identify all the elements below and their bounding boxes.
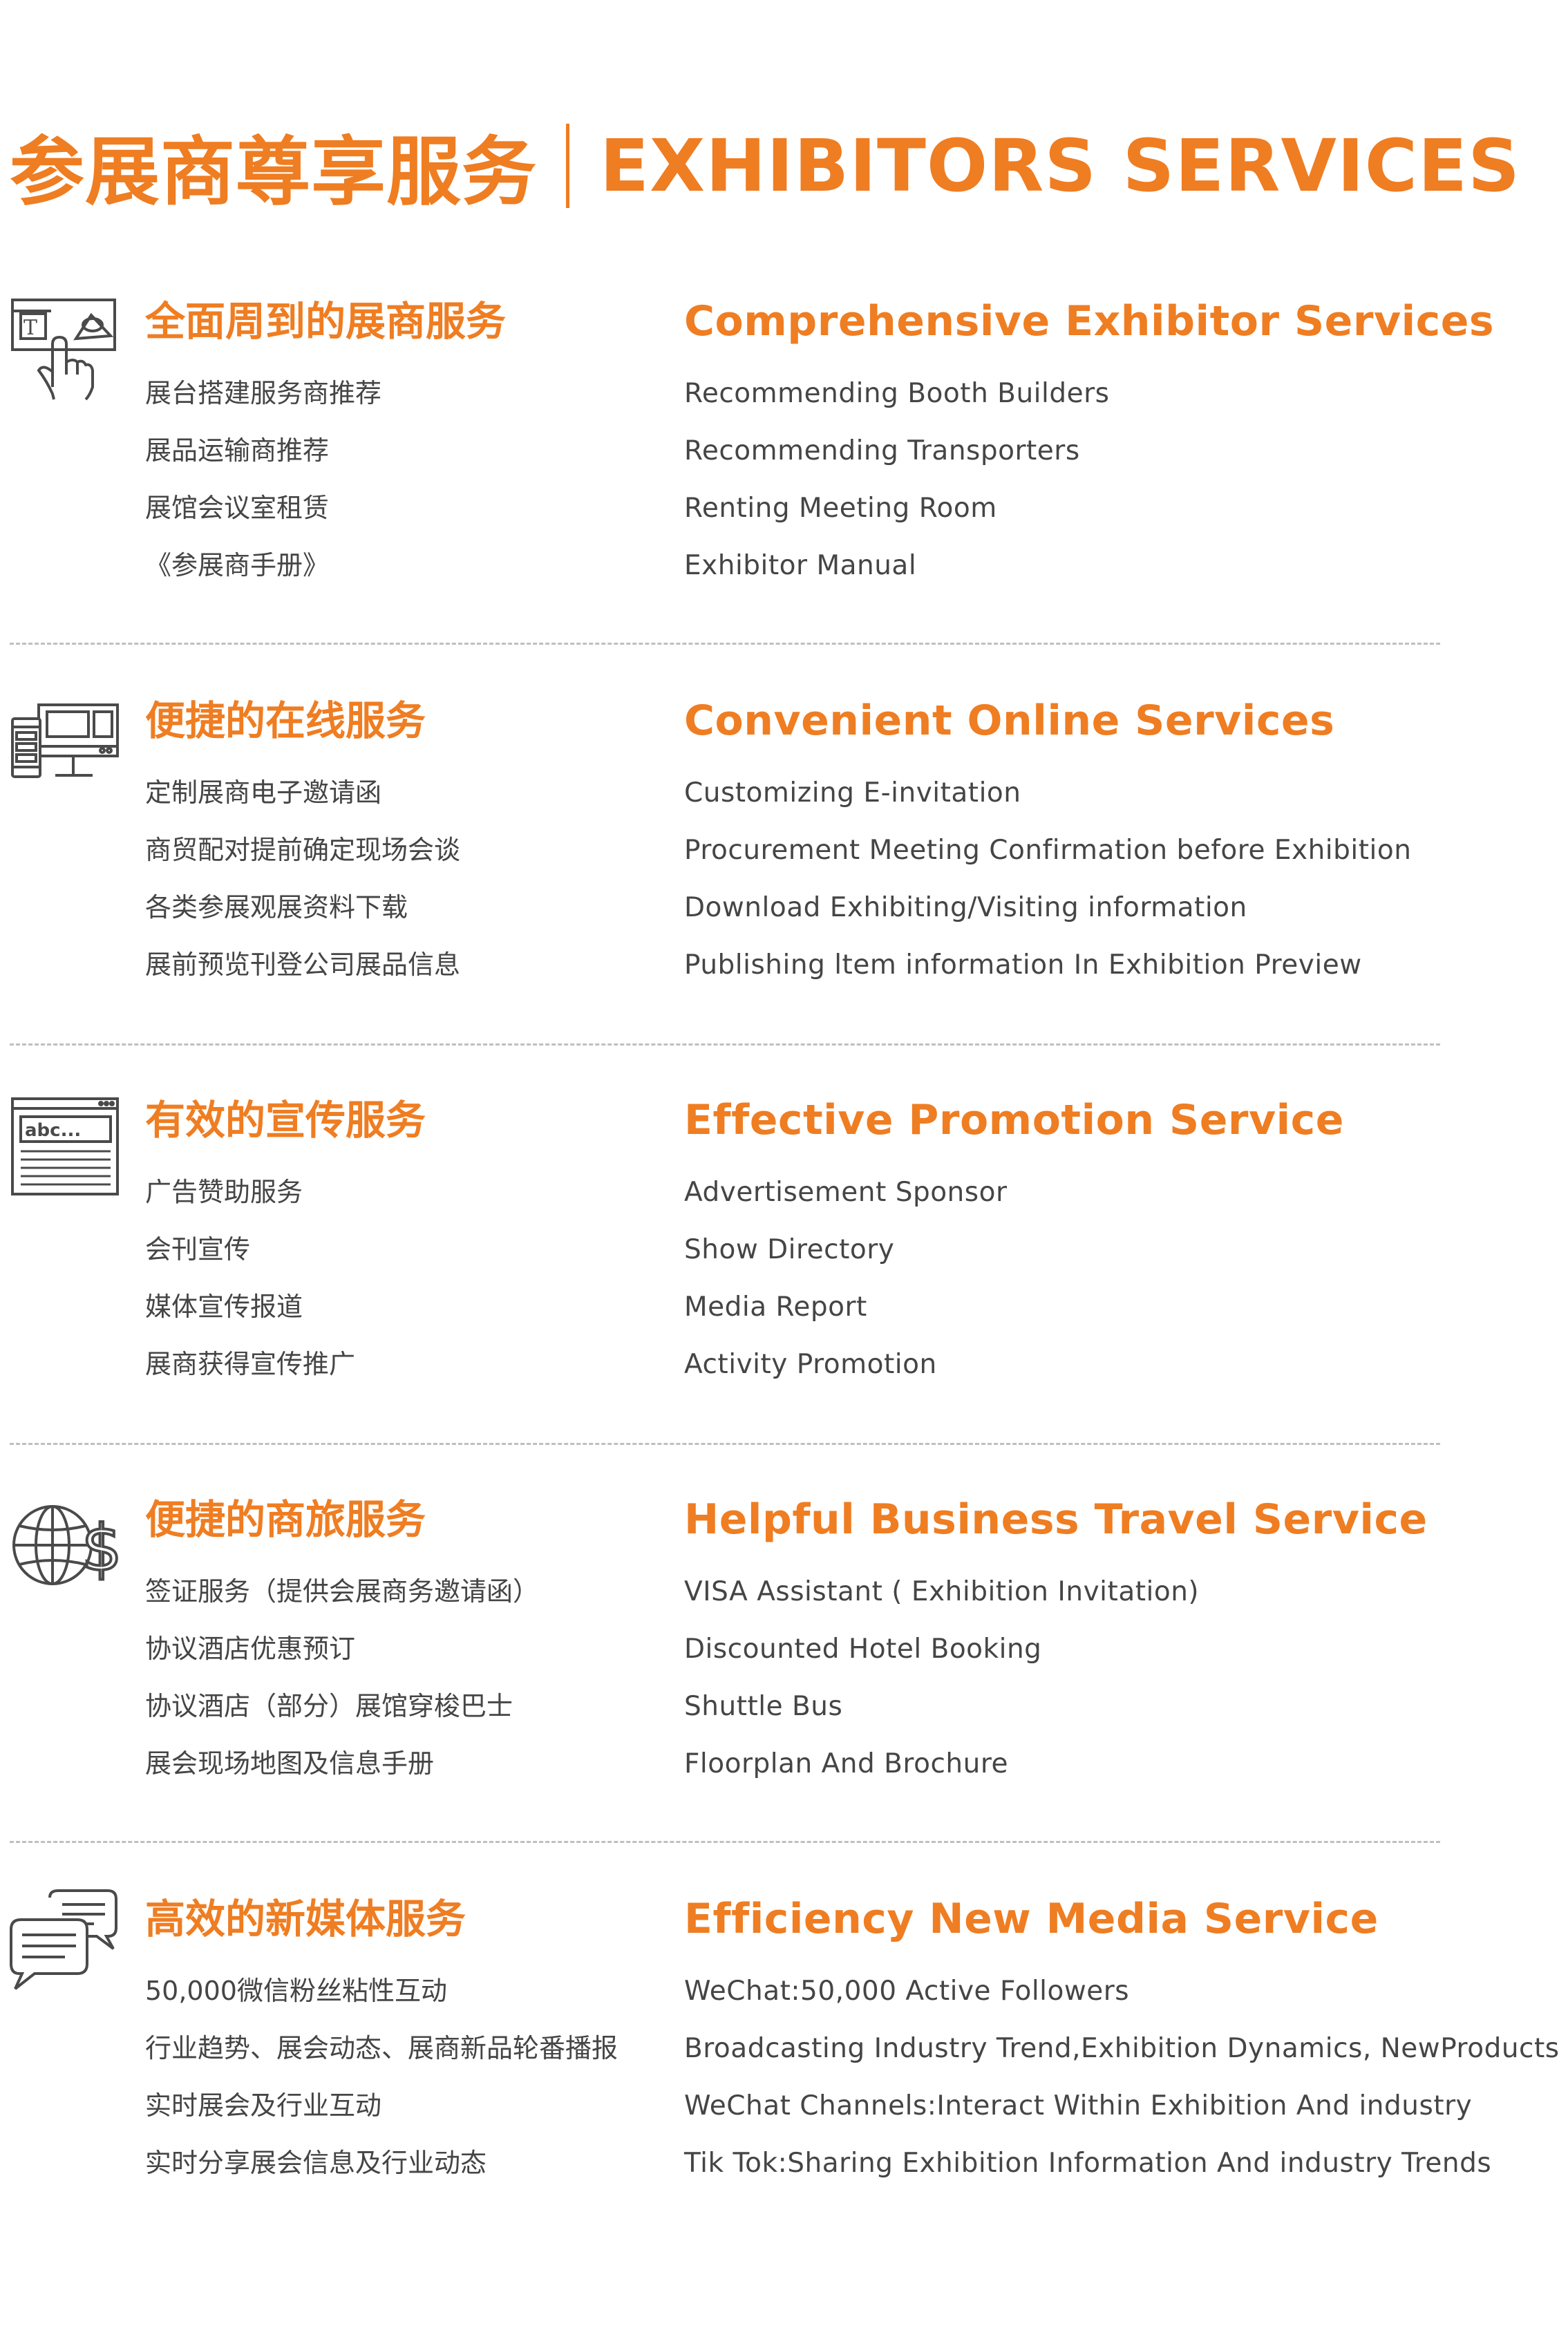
section-divider xyxy=(10,1841,1440,1843)
section-divider xyxy=(10,1443,1440,1445)
section-new-media-services: 高效的新媒体服务 Efficiency New Media Service 50… xyxy=(0,1888,1568,2275)
page-title-en: EXHIBITORS SERVICES xyxy=(600,124,1520,208)
list-item: 商贸配对提前确定现场会谈 xyxy=(145,835,461,865)
section-business-travel-services: $ 便捷的商旅服务 Helpful Business Travel Servic… xyxy=(0,1488,1568,1875)
section-divider xyxy=(10,643,1440,645)
list-item: Tik Tok:Sharing Exhibition Information A… xyxy=(684,2148,1492,2179)
list-item: 媒体宣传报道 xyxy=(145,1292,303,1322)
list-item: Show Directory xyxy=(684,1234,895,1265)
service-list-en: Recommending Booth Builders Recommending… xyxy=(684,365,1109,594)
service-list-cn: 广告赞助服务 会刊宣传 媒体宣传报道 展商获得宣传推广 xyxy=(145,1164,355,1393)
list-item: Download Exhibiting/Visiting information xyxy=(684,892,1247,923)
section-title-cn: 高效的新媒体服务 xyxy=(145,1895,466,1942)
section-comprehensive-services: T 全面周到的展商服务 Comprehensive Exhibitor Serv… xyxy=(0,290,1568,677)
service-list-en: VISA Assistant ( Exhibition Invitation) … xyxy=(684,1563,1199,1793)
list-item: 行业趋势、展会动态、展商新品轮番播报 xyxy=(145,2033,618,2063)
section-title-cn: 全面周到的展商服务 xyxy=(145,298,507,345)
list-item: 实时分享展会信息及行业动态 xyxy=(145,2148,487,2178)
section-title-en: Convenient Online Services xyxy=(684,697,1335,745)
list-item: 展前预览刊登公司展品信息 xyxy=(145,949,461,980)
globe-dollar-icon: $ xyxy=(10,1488,120,1599)
list-item: Media Report xyxy=(684,1292,867,1323)
list-item: WeChat Channels:Interact Within Exhibiti… xyxy=(684,2090,1473,2121)
section-promotion-services: abc... 有效的宣传服务 Effective Promotion Servi… xyxy=(0,1089,1568,1476)
list-item: Advertisement Sponsor xyxy=(684,1177,1008,1208)
list-item: Recommending Booth Builders xyxy=(684,378,1110,409)
list-item: 《参展商手册》 xyxy=(145,550,330,580)
title-separator xyxy=(566,124,570,208)
section-title-en: Effective Promotion Service xyxy=(684,1096,1344,1144)
list-item: Floorplan And Brochure xyxy=(684,1748,1009,1779)
section-online-services: 便捷的在线服务 Convenient Online Services 定制展商电… xyxy=(0,690,1568,1077)
list-item: VISA Assistant ( Exhibition Invitation) xyxy=(684,1576,1200,1607)
booth-design-touch-icon: T xyxy=(10,290,120,401)
service-list-en: Customizing E-invitation Procurement Mee… xyxy=(684,764,1411,994)
list-item: Exhibitor Manual xyxy=(684,550,917,581)
list-item: 展馆会议室租赁 xyxy=(145,493,330,523)
list-item: 广告赞助服务 xyxy=(145,1177,303,1207)
svg-text:abc...: abc... xyxy=(25,1120,81,1141)
list-item: 会刊宣传 xyxy=(145,1234,251,1265)
section-divider xyxy=(10,1043,1440,1046)
service-list-cn: 展台搭建服务商推荐 展品运输商推荐 展馆会议室租赁 《参展商手册》 xyxy=(145,365,381,594)
list-item: 50,000微信粉丝粘性互动 xyxy=(145,1976,447,2006)
list-item: 定制展商电子邀请函 xyxy=(145,777,382,808)
service-list-cn: 50,000微信粉丝粘性互动 行业趋势、展会动态、展商新品轮番播报 实时展会及行… xyxy=(145,1963,618,2192)
section-title-en: Helpful Business Travel Service xyxy=(684,1495,1428,1544)
list-item: Customizing E-invitation xyxy=(684,777,1021,809)
page-header: 参展商尊享服务 EXHIBITORS SERVICES xyxy=(10,111,1520,221)
list-item: Shuttle Bus xyxy=(684,1691,843,1722)
service-list-en: WeChat:50,000 Active Followers Broadcast… xyxy=(684,1963,1560,2192)
section-title-cn: 便捷的商旅服务 xyxy=(145,1496,426,1543)
devices-online-icon xyxy=(10,690,120,800)
list-item: Procurement Meeting Confirmation before … xyxy=(684,835,1412,866)
list-item: 各类参展观展资料下载 xyxy=(145,892,408,923)
chat-bubbles-icon xyxy=(10,1888,120,1998)
list-item: 签证服务（提供会展商务邀请函） xyxy=(145,1576,540,1607)
list-item: 展商获得宣传推广 xyxy=(145,1349,356,1379)
list-item: 协议酒店（部分）展馆穿梭巴士 xyxy=(145,1691,513,1721)
list-item: Broadcasting Industry Trend,Exhibition D… xyxy=(684,2033,1560,2064)
section-title-cn: 便捷的在线服务 xyxy=(145,697,426,744)
service-list-cn: 定制展商电子邀请函 商贸配对提前确定现场会谈 各类参展观展资料下载 展前预览刊登… xyxy=(145,764,460,994)
list-item: 展品运输商推荐 xyxy=(145,435,330,466)
section-title-en: Comprehensive Exhibitor Services xyxy=(684,297,1495,346)
list-item: Discounted Hotel Booking xyxy=(684,1634,1042,1665)
list-item: Publishing ltem information In Exhibitio… xyxy=(684,949,1362,981)
service-list-en: Advertisement Sponsor Show Directory Med… xyxy=(684,1164,1008,1393)
list-item: Renting Meeting Room xyxy=(684,493,997,524)
list-item: Recommending Transporters xyxy=(684,435,1080,466)
list-item: 展台搭建服务商推荐 xyxy=(145,378,382,408)
page-title-cn: 参展商尊享服务 xyxy=(10,129,538,216)
section-title-cn: 有效的宣传服务 xyxy=(145,1097,426,1144)
section-title-en: Efficiency New Media Service xyxy=(684,1895,1379,1943)
list-item: Activity Promotion xyxy=(684,1349,937,1380)
list-item: 展会现场地图及信息手册 xyxy=(145,1748,435,1779)
service-list-cn: 签证服务（提供会展商务邀请函） 协议酒店优惠预订 协议酒店（部分）展馆穿梭巴士 … xyxy=(145,1563,539,1793)
list-item: 实时展会及行业互动 xyxy=(145,2090,382,2121)
list-item: 协议酒店优惠预订 xyxy=(145,1634,356,1664)
svg-text:$: $ xyxy=(82,1511,120,1585)
webpage-text-icon: abc... xyxy=(10,1089,120,1200)
svg-text:T: T xyxy=(23,316,37,340)
list-item: WeChat:50,000 Active Followers xyxy=(684,1976,1130,2007)
